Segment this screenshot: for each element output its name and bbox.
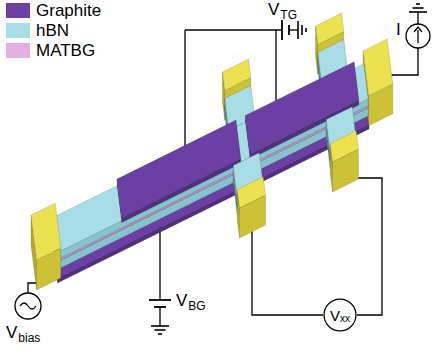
ac-symbol bbox=[20, 303, 36, 309]
legend-text: Graphite bbox=[36, 2, 101, 19]
legend-swatch bbox=[6, 23, 30, 38]
contact-top bbox=[330, 131, 358, 162]
wire bbox=[159, 307, 160, 326]
current-arrow bbox=[417, 30, 418, 43]
wire bbox=[252, 224, 323, 315]
bar-matbg-front bbox=[60, 106, 368, 260]
battery-symbol bbox=[288, 25, 290, 35]
signal-subscript: TG bbox=[280, 9, 297, 21]
voltmeter-outline bbox=[324, 299, 356, 331]
legend-text: hBN bbox=[36, 22, 69, 39]
ground-symbol bbox=[413, 7, 424, 9]
contact-top bbox=[223, 59, 251, 90]
wire bbox=[184, 30, 185, 160]
battery-symbol bbox=[281, 20, 283, 40]
ground-symbol bbox=[416, 3, 420, 5]
ac-source bbox=[15, 293, 41, 319]
wire bbox=[417, 12, 418, 24]
wire bbox=[289, 29, 298, 30]
signal-subscript: BG bbox=[188, 300, 205, 312]
legend-text: MATBG bbox=[36, 42, 95, 59]
wire bbox=[159, 226, 160, 300]
ground-symbol bbox=[155, 329, 166, 331]
signal-subscript: xx bbox=[340, 314, 350, 324]
signal-name: V bbox=[268, 1, 279, 18]
signal-name: V bbox=[176, 292, 187, 309]
ground-symbol bbox=[301, 25, 303, 35]
contact-top bbox=[31, 203, 61, 260]
ground-symbol bbox=[151, 325, 169, 327]
top-gate-top bbox=[117, 120, 241, 217]
current-source bbox=[406, 24, 430, 48]
signal-name: I bbox=[396, 21, 401, 38]
signal-subscript: bias bbox=[18, 332, 40, 344]
legend-swatch bbox=[6, 3, 30, 18]
voltmeter-circle: Vxx bbox=[323, 298, 357, 332]
wire bbox=[185, 29, 282, 30]
wire bbox=[275, 30, 276, 112]
current-arrow bbox=[414, 27, 422, 32]
ground-symbol bbox=[297, 21, 299, 39]
contact-top bbox=[316, 13, 344, 44]
contact-top bbox=[363, 39, 393, 96]
ground-symbol bbox=[158, 333, 162, 335]
voltmeter-text: Vxx bbox=[323, 298, 357, 332]
bar-hbn-bottom-front bbox=[60, 108, 368, 268]
legend-swatch bbox=[6, 43, 30, 58]
bar-hbn-top-front bbox=[60, 99, 368, 258]
wire bbox=[350, 178, 382, 315]
ground-symbol bbox=[305, 28, 307, 32]
wire bbox=[388, 48, 418, 75]
contact-top bbox=[237, 177, 265, 208]
battery-symbol bbox=[149, 299, 171, 301]
ground-symbol bbox=[409, 11, 427, 13]
signal-name: V bbox=[330, 308, 340, 323]
signal-name: V bbox=[6, 324, 17, 341]
